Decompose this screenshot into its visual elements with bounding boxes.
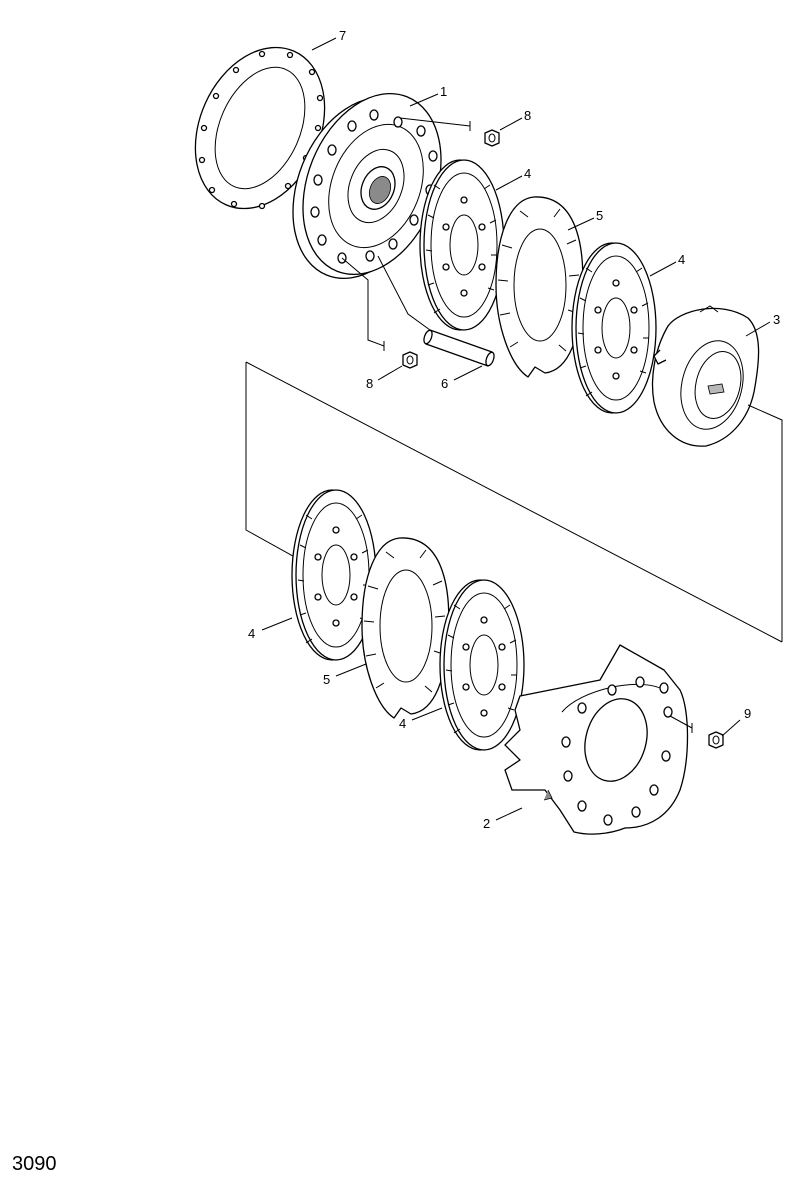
friction-disc-upper-1 [419,159,505,331]
callout-labels: 7 1 8 4 5 4 3 8 6 4 5 4 9 2 [248,28,780,831]
callout-leaders [261,37,771,821]
brake-housing [504,644,689,835]
callout-4-c: 4 [248,626,255,641]
callout-9: 9 [744,706,751,721]
callout-3: 3 [773,312,780,327]
pin-leader-line [377,255,431,331]
callout-7: 7 [339,28,346,43]
assembly-frame-lines [245,361,783,643]
callout-2: 2 [483,816,490,831]
page-number: 3090 [12,1153,57,1175]
piston-cover [651,305,760,447]
callout-6: 6 [441,376,448,391]
callout-8-upper: 8 [524,108,531,123]
callout-4-d: 4 [399,716,406,731]
callout-5-lower: 5 [323,672,330,687]
nut-lower [341,257,418,369]
nut-housing [669,715,724,749]
friction-disc-upper-2 [571,242,657,414]
nut-upper [399,117,500,147]
friction-disc-lower-2 [439,579,525,751]
housing-flange [292,92,442,280]
callout-8-lower: 8 [366,376,373,391]
callout-4-b: 4 [678,252,685,267]
dowel-pin [423,329,495,367]
callout-1: 1 [440,84,447,99]
separator-plate-lower [361,537,450,719]
separator-plate-upper [495,196,584,378]
callout-5-upper: 5 [596,208,603,223]
callout-4-a: 4 [524,166,531,181]
